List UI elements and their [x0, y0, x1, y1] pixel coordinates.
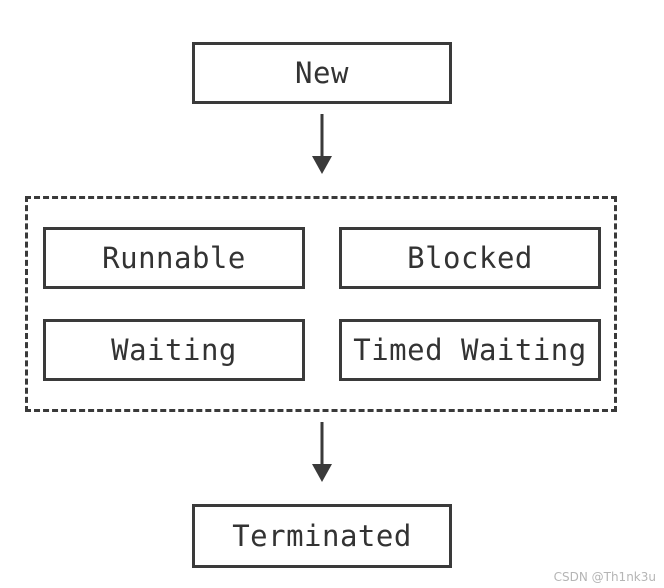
- state-terminated-label: Terminated: [232, 519, 412, 553]
- state-new: New: [192, 42, 452, 104]
- alive-states-group: [25, 196, 617, 412]
- state-timed-waiting: Timed Waiting: [339, 319, 601, 381]
- state-runnable-label: Runnable: [102, 241, 246, 275]
- arrow-new-to-group: [312, 114, 332, 174]
- state-blocked-label: Blocked: [407, 241, 533, 275]
- state-runnable: Runnable: [43, 227, 305, 289]
- state-new-label: New: [295, 56, 349, 90]
- state-timed-waiting-label: Timed Waiting: [353, 333, 587, 367]
- state-waiting: Waiting: [43, 319, 305, 381]
- arrow-group-to-terminated: [312, 422, 332, 482]
- state-terminated: Terminated: [192, 504, 452, 568]
- state-blocked: Blocked: [339, 227, 601, 289]
- watermark: CSDN @Th1nk3u: [553, 570, 656, 584]
- state-waiting-label: Waiting: [111, 333, 237, 367]
